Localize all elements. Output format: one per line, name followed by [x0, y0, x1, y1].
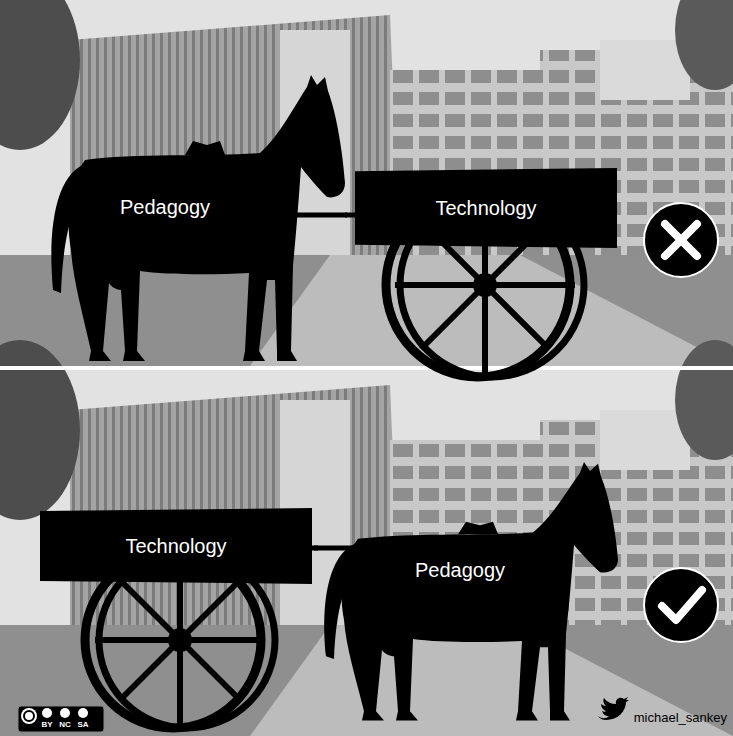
horse-shape	[45, 75, 345, 365]
photo-panel-bottom	[0, 340, 733, 736]
right-mark	[644, 568, 718, 642]
horse-shape	[318, 462, 618, 724]
license-term: SA	[77, 721, 88, 729]
wrong-mark	[644, 203, 718, 277]
license-term: BY	[41, 721, 52, 729]
horse-label: Pedagogy	[120, 196, 210, 218]
cart-body: Technology	[40, 508, 312, 584]
cart-shaft	[345, 213, 355, 218]
horse-label: Pedagogy	[415, 559, 505, 581]
photo-panel-top	[0, 0, 733, 366]
twitter-bird	[598, 697, 629, 720]
cart-label: Technology	[125, 535, 226, 557]
horse-silhouette: Pedagogy	[45, 75, 345, 365]
author-handle: michael_sankey	[634, 711, 727, 724]
panel-divider	[0, 366, 733, 370]
cart-label: Technology	[435, 197, 536, 219]
cart-shaft	[312, 546, 318, 551]
cart-body: Technology	[355, 168, 617, 248]
horse-silhouette: Pedagogy	[318, 462, 618, 724]
license-term: NC	[59, 721, 71, 729]
license-badge	[18, 706, 104, 732]
